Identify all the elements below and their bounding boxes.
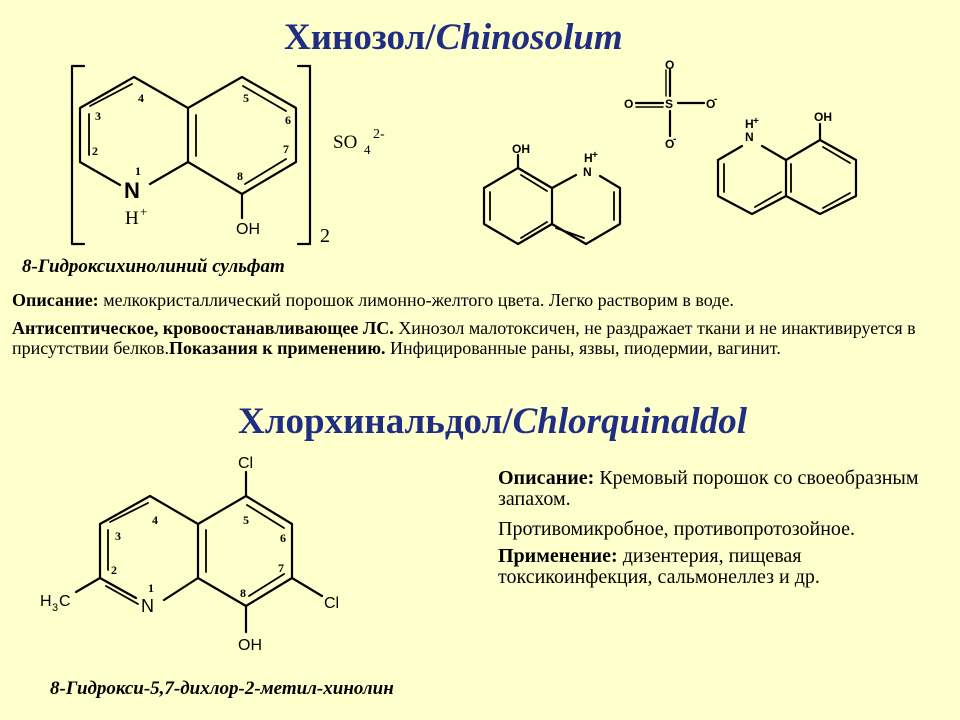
title-chlorquinaldol: Хлорхинальдол/Chlorquinaldol xyxy=(238,400,747,443)
indications-text: Инфицированные раны, язвы, пиодермии, ва… xyxy=(385,338,781,358)
sulfate-o-left: O xyxy=(624,97,633,111)
caption-chinosol: 8-Гидроксихинолиний сульфат xyxy=(22,256,285,277)
num-4: 4 xyxy=(138,91,144,105)
svg-text:3: 3 xyxy=(115,529,121,543)
ion1-plus: + xyxy=(592,150,598,161)
ion1-oh: OH xyxy=(512,142,530,156)
cq-pyridine-ring xyxy=(98,494,200,602)
pyridine-ring xyxy=(78,75,190,186)
svg-text:4: 4 xyxy=(152,513,158,527)
num-8: 8 xyxy=(237,169,243,183)
svg-text:2: 2 xyxy=(111,563,117,577)
caption-chlorquinaldol: 8-Гидрокси-5,7-дихлор-2-метил-хинолин xyxy=(50,678,394,699)
title-chinosol: Хинозол/Chinosolum xyxy=(284,16,623,59)
sulfate-s: S xyxy=(665,97,673,111)
num-2: 2 xyxy=(92,144,98,158)
ion1-h: H xyxy=(584,151,593,165)
ion1-ring-b xyxy=(550,174,622,246)
svg-text:6: 6 xyxy=(280,531,286,545)
multiplier: 2 xyxy=(320,225,330,247)
cq-cl-top: Cl xyxy=(238,455,253,472)
chinosol-description: Описание: мелкокристаллический порошок л… xyxy=(12,290,942,310)
chinosol-action: Антисептическое, кровоостанавливающее ЛС… xyxy=(12,318,927,358)
desc-text: мелкокристаллический порошок лимонно-жел… xyxy=(98,290,734,310)
ion2-n: N xyxy=(745,130,754,144)
sulfate-minus-bottom: - xyxy=(673,134,676,145)
ion2-ring-b xyxy=(784,138,858,216)
so4-sub: 4 xyxy=(364,142,371,157)
svg-text:7: 7 xyxy=(278,561,284,575)
double-c3-c4 xyxy=(89,83,133,107)
ion1-n: N xyxy=(583,165,592,179)
double-c5-c6 xyxy=(242,85,287,112)
svg-text:5: 5 xyxy=(243,513,249,527)
sulfate-o-right: O xyxy=(706,97,715,111)
cq-benzene-ring xyxy=(196,494,294,608)
action-label: Антисептическое, кровоостанавливающее ЛС… xyxy=(12,318,394,338)
ion2-ring-a xyxy=(716,144,788,216)
cq-ch3-c: C xyxy=(59,593,71,610)
title-chlorquinaldol-lat: Chlorquinaldol xyxy=(512,401,748,442)
atom-n: N xyxy=(124,178,140,203)
right-bracket xyxy=(296,64,312,246)
bond-c2-n1 xyxy=(78,160,122,187)
cq-n: N xyxy=(141,596,154,616)
title-chinosol-ru: Хинозол/ xyxy=(284,17,436,58)
cq-use: Применение: дизентерия, пищевая токсикои… xyxy=(498,546,928,588)
h-charge: + xyxy=(140,204,147,219)
title-chinosol-lat: Chinosolum xyxy=(435,17,623,58)
cq-description: Описание: Кремовый порошок со своеобразн… xyxy=(498,468,928,510)
ion2-h: H xyxy=(745,117,754,131)
ion2-plus: + xyxy=(753,116,759,127)
num-6: 6 xyxy=(285,113,291,127)
action-text: Хинозол малотоксичен, не раздражает ткан… xyxy=(12,318,916,358)
cq-desc-text: Кремовый порошок со своеобразным запахом… xyxy=(498,467,919,510)
so4-charge: 2- xyxy=(373,127,385,142)
cq-cl-right: Cl xyxy=(324,595,339,612)
cq-desc-label: Описание: xyxy=(498,467,595,489)
cq-ch3-sub: 3 xyxy=(52,602,58,614)
left-bracket xyxy=(70,64,86,246)
cq-use-label: Применение: xyxy=(498,545,618,567)
title-chlorquinaldol-ru: Хлорхинальдол/ xyxy=(238,401,513,442)
num-5: 5 xyxy=(243,91,249,105)
cq-oh: OH xyxy=(238,637,262,654)
cq-use-text: дизентерия, пищевая токсикоинфекция, сал… xyxy=(498,545,820,588)
sulfate-o-top: O xyxy=(665,58,674,72)
desc-label: Описание: xyxy=(12,290,99,310)
num-7: 7 xyxy=(283,142,289,156)
svg-text:8: 8 xyxy=(240,586,246,600)
svg-text:1: 1 xyxy=(148,581,154,595)
atom-oh: OH xyxy=(236,221,260,238)
num-1: 1 xyxy=(135,164,141,178)
atom-h: H xyxy=(125,208,139,229)
indications-label: Показания к применению. xyxy=(168,338,386,358)
cq-action: Противомикробное, противопротозойное. xyxy=(498,518,856,540)
double-c7-c8 xyxy=(244,158,287,185)
num-3: 3 xyxy=(95,109,101,123)
so4-label: SO xyxy=(333,132,357,153)
sulfate-o-bottom: O xyxy=(665,137,674,151)
cq-ch3-h: H xyxy=(40,593,52,610)
sulfate-minus-right: - xyxy=(714,94,717,105)
ion2-oh: OH xyxy=(814,110,832,124)
benzene-ring xyxy=(186,75,298,196)
